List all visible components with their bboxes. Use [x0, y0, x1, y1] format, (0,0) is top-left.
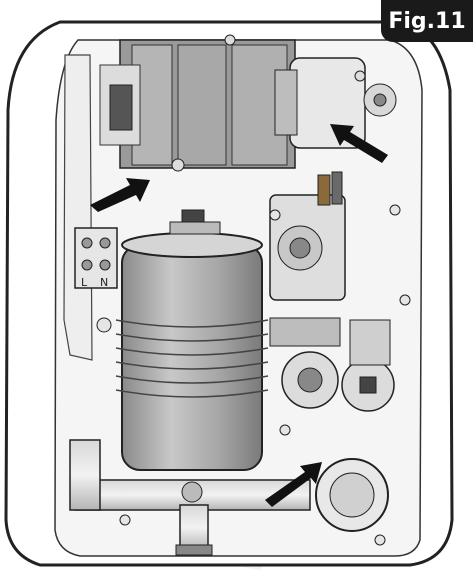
terminal-block — [74, 227, 118, 289]
pressure-valve — [269, 171, 346, 301]
heater-tank — [115, 209, 269, 471]
figure-label-badge: Fig.11 — [381, 0, 473, 42]
arrow-upper-left — [90, 178, 150, 212]
screws — [96, 204, 411, 546]
arrow-lower — [265, 462, 322, 507]
arrow-upper-right — [330, 124, 388, 163]
terminal-label-live: L — [81, 276, 88, 289]
top-switch-assembly — [99, 34, 296, 172]
solenoid-valves — [269, 317, 395, 412]
side-cover-left — [63, 54, 93, 361]
terminal-label-neutral: N — [100, 276, 109, 289]
